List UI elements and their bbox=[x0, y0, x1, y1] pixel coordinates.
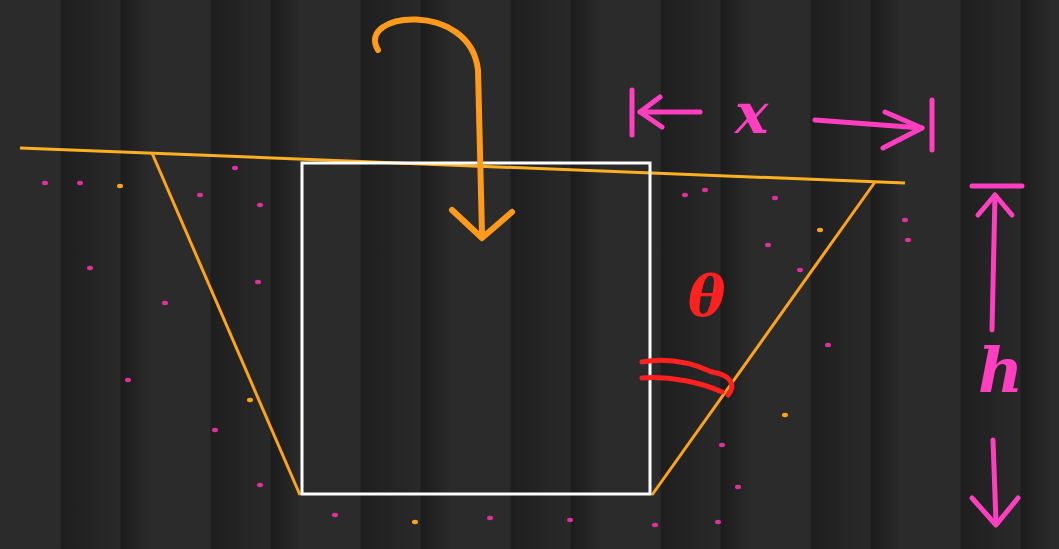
soil-dots bbox=[42, 166, 911, 527]
soil-dot bbox=[87, 266, 93, 270]
soil-dot bbox=[567, 518, 573, 522]
soil-dot bbox=[257, 203, 263, 207]
soil-dot bbox=[255, 280, 261, 284]
soil-dot bbox=[212, 428, 218, 432]
soil-dot bbox=[702, 188, 708, 192]
soil-dot bbox=[719, 443, 725, 447]
soil-dot bbox=[772, 196, 778, 200]
soil-dot bbox=[487, 516, 493, 520]
soil-dot bbox=[782, 413, 788, 417]
soil-dot bbox=[197, 193, 203, 197]
x-dimension bbox=[632, 90, 932, 150]
soil-dot bbox=[247, 398, 253, 402]
soil-dot bbox=[162, 301, 168, 305]
soil-dot bbox=[735, 485, 741, 489]
soil-dot bbox=[902, 218, 908, 222]
arrow-head bbox=[452, 210, 512, 238]
soil-dot bbox=[412, 520, 418, 524]
dimension-label: h bbox=[978, 340, 1023, 402]
square-block bbox=[302, 163, 650, 494]
soil-dot bbox=[117, 184, 123, 188]
right-slope bbox=[652, 182, 875, 495]
soil-dot bbox=[42, 181, 48, 185]
soil-dot bbox=[332, 513, 338, 517]
soil-dot bbox=[905, 238, 911, 242]
curved-arrow bbox=[375, 19, 482, 234]
soil-dot bbox=[715, 520, 721, 524]
soil-dot bbox=[682, 193, 688, 197]
angle-label: θ bbox=[688, 268, 725, 324]
soil-dot bbox=[825, 343, 831, 347]
left-slope bbox=[152, 153, 300, 495]
soil-dot bbox=[257, 483, 263, 487]
soil-dot bbox=[817, 228, 823, 232]
soil-dot bbox=[232, 166, 238, 170]
dimension-label: x bbox=[735, 85, 768, 141]
soil-dot bbox=[797, 268, 803, 272]
soil-dot bbox=[77, 181, 83, 185]
soil-dot bbox=[652, 523, 658, 527]
soil-dot bbox=[125, 378, 131, 382]
soil-dot bbox=[765, 243, 771, 247]
angle-mark bbox=[642, 360, 732, 395]
